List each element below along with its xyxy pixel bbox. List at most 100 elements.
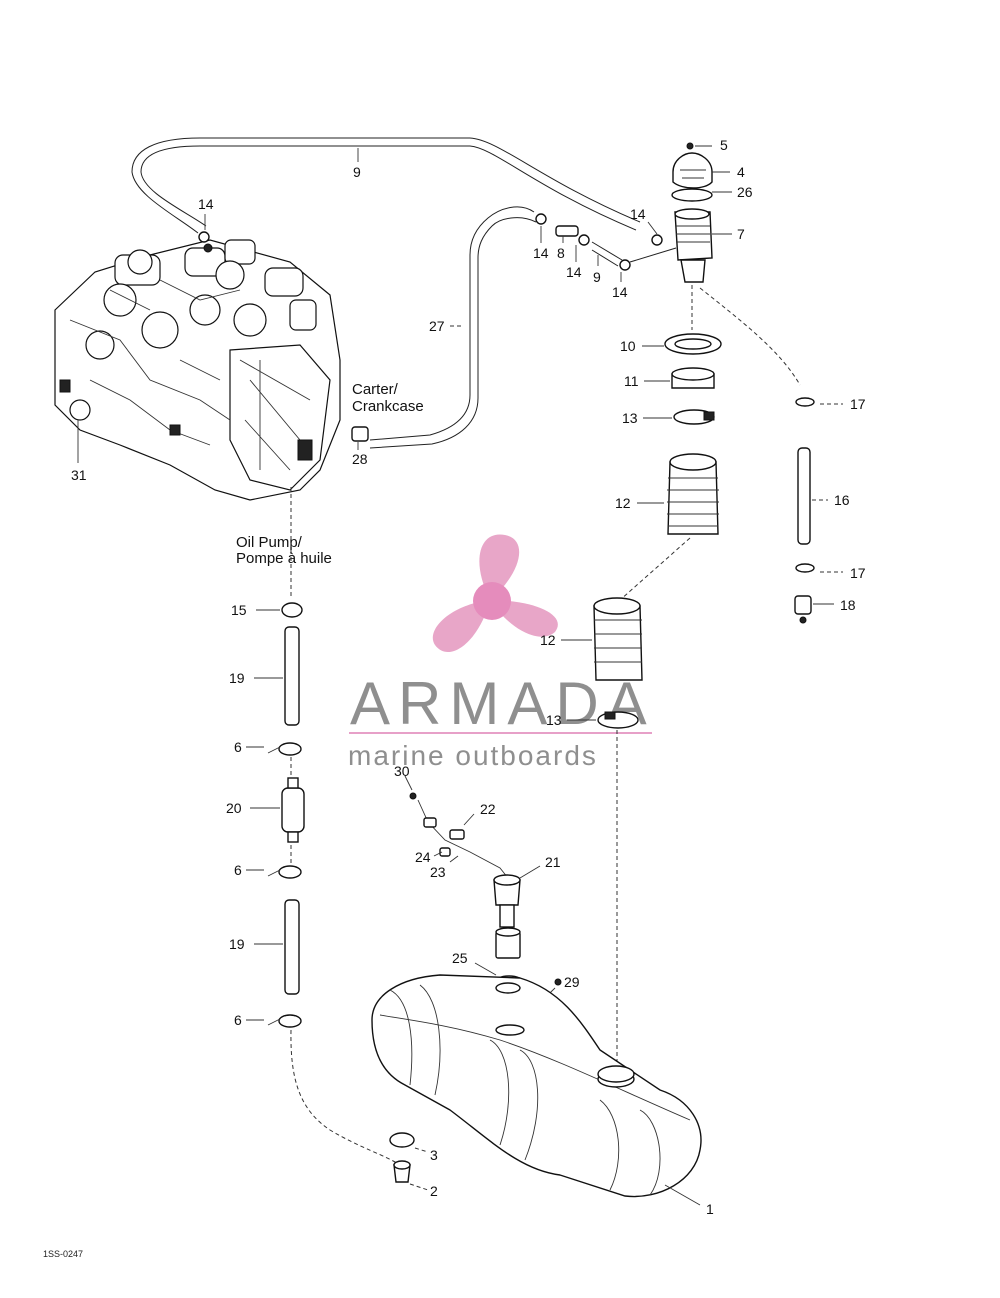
oil-hose-19-lower xyxy=(284,899,300,995)
leader-line xyxy=(449,855,459,863)
hose-connector-group xyxy=(535,213,677,271)
clamp-handle xyxy=(267,746,281,754)
figure-code: 1SS-0247 xyxy=(43,1249,83,1259)
callout-14: 14 xyxy=(198,196,214,212)
crankcase-caption-fr: Carter/ xyxy=(352,381,399,398)
callout-20: 20 xyxy=(226,800,242,816)
bellows-hose-12-lower xyxy=(593,597,643,681)
oil-filter-20 xyxy=(281,787,305,833)
screw-30 xyxy=(409,792,417,800)
leader-line xyxy=(404,775,413,791)
clamp-14 xyxy=(198,231,210,243)
callout-9: 9 xyxy=(593,269,601,285)
clamp-13-lower xyxy=(597,711,639,729)
callout-19: 19 xyxy=(229,670,245,686)
valve-tip xyxy=(799,616,807,624)
oil-hose-19 xyxy=(284,626,300,726)
engine-block-illustration xyxy=(54,239,341,501)
leader-line xyxy=(463,813,475,826)
assembly-axis xyxy=(619,537,691,601)
watermark-tagline: marine outboards xyxy=(348,740,598,771)
callout-12: 12 xyxy=(615,495,631,511)
callout-10: 10 xyxy=(620,338,636,354)
leader-line xyxy=(519,865,541,879)
propeller-blade xyxy=(432,600,490,653)
callout-14: 14 xyxy=(612,284,628,300)
callout-18: 18 xyxy=(840,597,856,613)
callout-13: 13 xyxy=(622,410,638,426)
callout-22: 22 xyxy=(480,801,496,817)
callout-1: 1 xyxy=(706,1201,714,1217)
callout-24: 24 xyxy=(415,849,431,865)
clamp-handle xyxy=(267,1018,281,1026)
leader-line xyxy=(474,962,497,976)
clamp-13-lower-screw xyxy=(604,711,616,720)
callout-5: 5 xyxy=(720,137,728,153)
propeller-hub xyxy=(473,582,511,620)
callout-23: 23 xyxy=(430,864,446,880)
callout-12: 12 xyxy=(540,632,556,648)
clamp-6 xyxy=(278,742,302,756)
sensor-wire-harness xyxy=(417,799,509,879)
leader-line xyxy=(647,221,658,235)
watermark-brand-name: ARMADA xyxy=(350,670,655,737)
clamp-13-screw xyxy=(703,411,715,421)
filter-outlet xyxy=(287,831,299,843)
leader-line xyxy=(409,1183,429,1191)
leader-line xyxy=(664,1184,701,1206)
filter-inlet xyxy=(287,777,299,789)
callout-21: 21 xyxy=(545,854,561,870)
oil-hose-9-top xyxy=(131,137,641,234)
callout-28: 28 xyxy=(352,451,368,467)
callout-13: 13 xyxy=(546,712,562,728)
oil-pump-caption-en: Oil Pump/ xyxy=(236,534,303,551)
callout-15: 15 xyxy=(231,602,247,618)
clamp-6-lower xyxy=(278,1014,302,1028)
callout-2: 2 xyxy=(430,1183,438,1199)
callout-16: 16 xyxy=(834,492,850,508)
callout-6: 6 xyxy=(234,862,242,878)
callout-25: 25 xyxy=(452,950,468,966)
callout-4: 4 xyxy=(737,164,745,180)
oil-feed-path xyxy=(290,1029,401,1166)
bellows-hose-12 xyxy=(667,453,719,535)
vent-hose-16 xyxy=(797,447,811,545)
ring-10-inner xyxy=(674,338,712,350)
callout-27: 27 xyxy=(429,318,445,334)
grommet-3 xyxy=(389,1132,415,1148)
callout-31: 31 xyxy=(71,467,87,483)
vent-line-path xyxy=(699,287,801,386)
callout-26: 26 xyxy=(737,184,753,200)
fitting-28 xyxy=(351,426,369,442)
clamp-6-middle xyxy=(278,865,302,879)
callout-8: 8 xyxy=(557,245,565,261)
oil-level-sensor-21 xyxy=(493,874,521,959)
callout-29: 29 xyxy=(564,974,580,990)
oil-tank-1 xyxy=(371,974,702,1198)
check-valve-18 xyxy=(794,595,812,615)
callout-14: 14 xyxy=(566,264,582,280)
callout-30: 30 xyxy=(394,763,410,779)
leader-line xyxy=(414,1147,429,1153)
oil-pump-caption-fr: Pompe à huile xyxy=(236,550,332,567)
crankcase-caption-en: Crankcase xyxy=(352,398,424,415)
grommet-15 xyxy=(281,602,303,618)
callout-19: 19 xyxy=(229,936,245,952)
callout-14: 14 xyxy=(533,245,549,261)
oil-hose-27 xyxy=(369,206,537,449)
leader-line xyxy=(433,851,443,857)
nut-11-top xyxy=(671,367,715,381)
callout-7: 7 xyxy=(737,226,745,242)
callout-9: 9 xyxy=(353,164,361,180)
clamp-17 xyxy=(795,397,815,407)
callout-6: 6 xyxy=(234,1012,242,1028)
watermark-propeller-logo xyxy=(432,534,558,653)
callout-3: 3 xyxy=(430,1147,438,1163)
callout-14: 14 xyxy=(630,206,646,222)
callout-6: 6 xyxy=(234,739,242,755)
clamp-handle xyxy=(267,869,281,877)
callout-17: 17 xyxy=(850,565,866,581)
fitting-2-top xyxy=(393,1160,411,1170)
clamp-17-lower xyxy=(795,563,815,573)
